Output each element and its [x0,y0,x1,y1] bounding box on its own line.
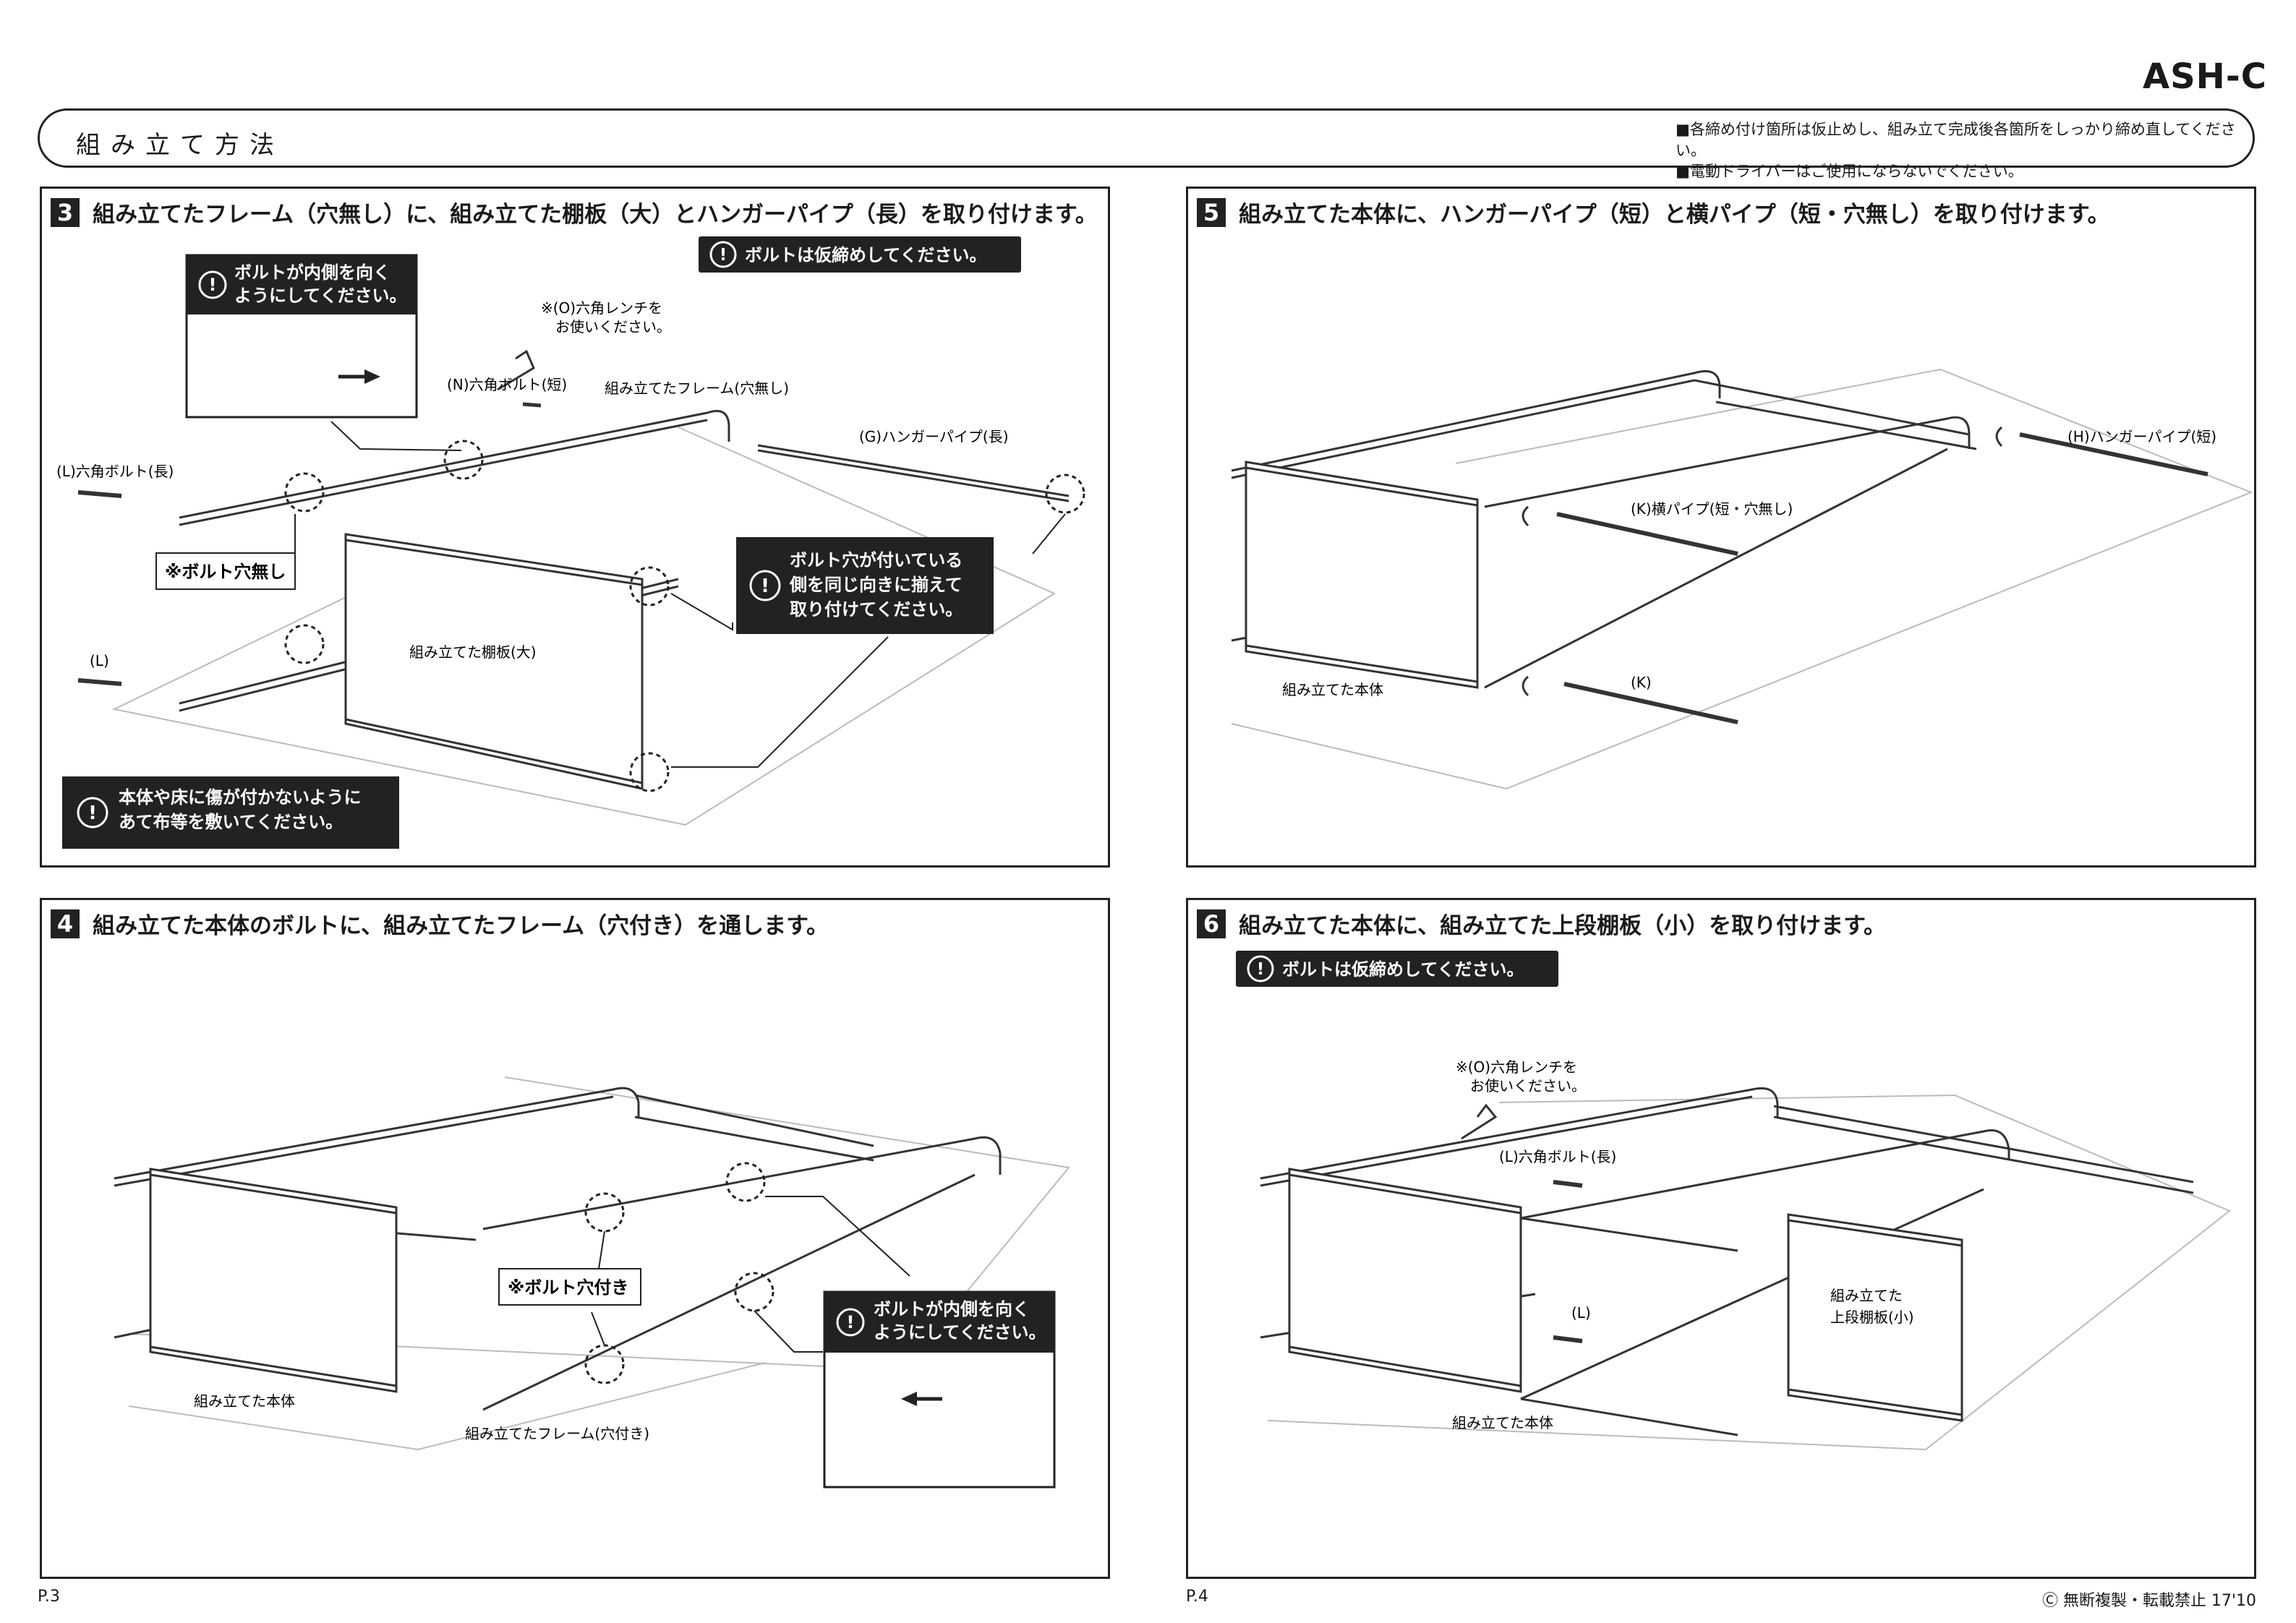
s6-shelf-label-1: 組み立てた [1830,1287,1903,1304]
s3-l-label: (L) [90,652,109,669]
copyright-notice: Ⓒ 無断複製・転載禁止 17'10 [2041,1592,2256,1610]
svg-text:!: ! [761,575,769,597]
header-note-1: ■各締め付け箇所は仮止めし、組み立て完成後各箇所をしっかり締め直してください。 [1676,121,2236,159]
s3-align-note-2: 側を同じ向きに揃えて [789,575,963,595]
s3-inner-note-2: ようにしてください。 [234,286,407,306]
s3-frame-label: 組み立てたフレーム(穴無し) [605,380,789,397]
s4-inner-note-2: ようにしてください。 [874,1322,1046,1342]
s6-bolt-long-label: (L)六角ボルト(長) [1499,1148,1616,1165]
step-6-heading: 6 組み立てた本体に、組み立てた上段棚板（小）を取り付けます。 [1197,907,1886,940]
step-5-panel: 5 組み立てた本体に、ハンガーパイプ（短）と横パイプ（短・穴無し）を取り付けます… [1186,187,2256,868]
s4-inner-note-1: ボルトが内側を向く [874,1299,1030,1319]
s3-bolt-long-label: (L)六角ボルト(長) [56,463,174,480]
step-4-heading: 4 組み立てた本体のボルトに、組み立てたフレーム（穴付き）を通します。 [51,907,829,940]
svg-text:!: ! [88,802,97,824]
s5-k-label: (K) [1631,674,1652,691]
s6-wrench-label-2: お使いください。 [1470,1077,1586,1095]
s6-temp-alert-icon [1247,955,1274,982]
svg-text:!: ! [1257,960,1265,979]
s5-body-label: 組み立てた本体 [1282,681,1383,698]
step-6-title: 組み立てた本体に、組み立てた上段棚板（小）を取り付けます。 [1239,913,1886,939]
s3-temp-alert-icon [709,241,737,268]
s4-withhole-label: ※ボルト穴付き [508,1277,628,1298]
step-4-number: 4 [51,909,80,938]
s3-align-alert-icon [749,570,781,601]
s3-align-note-1: ボルト穴が付いている [790,550,963,570]
step-6-number: 6 [1197,909,1226,938]
step-3-panel: 3 組み立てたフレーム（穴無し）に、組み立てた棚板（大）とハンガーパイプ（長）を… [40,187,1110,868]
s3-align-note-3: 取り付けてください。 [790,599,963,620]
s3-temp-note-box [699,236,1021,273]
s3-shelf-label: 組み立てた棚板(大) [409,643,537,661]
header-notes: ■各締め付け箇所は仮止めし、組み立て完成後各箇所をしっかり締め直してください。 … [1676,119,2253,182]
s3-inner-alert-icon [198,270,227,299]
s3-floor-note-box [62,776,399,849]
section-header: 組み立て方法 ■各締め付け箇所は仮止めし、組み立て完成後各箇所をしっかり締め直し… [38,108,2255,180]
s3-wrench-label-1: ※(O)六角レンチを [541,299,662,317]
s3-nohole-label: ※ボルト穴無し [165,562,286,582]
s4-body-label: 組み立てた本体 [194,1392,295,1410]
step-4-illustration: ※ボルト穴付き ! ボルトが内側を向く ようにしてください。 組み立てた本体 組… [114,1076,1070,1489]
s6-body-label: 組み立てた本体 [1452,1414,1553,1431]
model-number: ASH-C [2142,56,2267,97]
s3-floor-alert-icon [77,797,108,828]
s5-hanger-label: (H)ハンガーパイプ(短) [2067,428,2216,445]
step-3-illustration: ! ボルトが内側を向く ようにしてください。 ! ボルトは仮締めしてください。 … [56,236,1085,849]
step-5-heading: 5 組み立てた本体に、ハンガーパイプ（短）と横パイプ（短・穴無し）を取り付けます… [1197,196,2110,228]
s6-shelf-label-2: 上段棚板(小) [1830,1309,1914,1326]
step-4-title: 組み立てた本体のボルトに、組み立てたフレーム（穴付き）を通します。 [93,913,829,939]
s6-temp-note-box [1236,951,1558,987]
step-5-title: 組み立てた本体に、ハンガーパイプ（短）と横パイプ（短・穴無し）を取り付けます。 [1239,202,2110,228]
svg-text:!: ! [209,275,217,295]
s3-bolt-short-label: (N)六角ボルト(短) [447,376,567,393]
s4-inner-alert-icon [836,1308,865,1337]
s6-l-label: (L) [1571,1304,1591,1322]
step-6-panel: 6 組み立てた本体に、組み立てた上段棚板（小）を取り付けます。 ! ボルトは仮締… [1186,898,2256,1579]
step-3-title: 組み立てたフレーム（穴無し）に、組み立てた棚板（大）とハンガーパイプ（長）を取り… [93,202,1098,228]
step-4-panel: 4 組み立てた本体のボルトに、組み立てたフレーム（穴付き）を通します。 [40,898,1110,1579]
s4-frame-label: 組み立てたフレーム(穴付き) [465,1425,649,1442]
step-3-heading: 3 組み立てたフレーム（穴無し）に、組み立てた棚板（大）とハンガーパイプ（長）を… [51,196,1098,228]
svg-text:!: ! [847,1312,855,1332]
step-5-illustration: (H)ハンガーパイプ(短) (K)横パイプ(短・穴無し) (K) 組み立てた本体 [1231,368,2253,790]
page-number-right: P.4 [1186,1588,1208,1606]
s3-wrench-label-2: お使いください。 [555,318,671,335]
s3-floor-note-2: あて布等を敷いてください。 [119,812,343,832]
s3-inner-note-1: ボルトが内側を向く [234,262,391,283]
s3-temp-note: ボルトは仮締めしてください。 [745,245,987,265]
s5-pipe-label: (K)横パイプ(短・穴無し) [1631,500,1793,518]
s3-floor-note-1: 本体や床に傷が付かないように [119,787,362,808]
header-note-2: ■電動ドライバーはご使用にならないでください。 [1676,163,2023,180]
step-6-illustration: ! ボルトは仮締めしてください。 ※(O)六角レンチを お使いください。 (L)… [1236,951,2231,1451]
s3-hanger-label: (G)ハンガーパイプ(長) [859,428,1009,445]
svg-text:!: ! [720,246,727,265]
page-number-left: P.3 [38,1588,60,1606]
s6-temp-note: ボルトは仮締めしてください。 [1282,959,1524,980]
section-title: 組み立て方法 [76,131,284,160]
step-5-number: 5 [1197,197,1226,227]
s6-wrench-label-1: ※(O)六角レンチを [1456,1058,1577,1076]
step-3-number: 3 [51,197,80,227]
